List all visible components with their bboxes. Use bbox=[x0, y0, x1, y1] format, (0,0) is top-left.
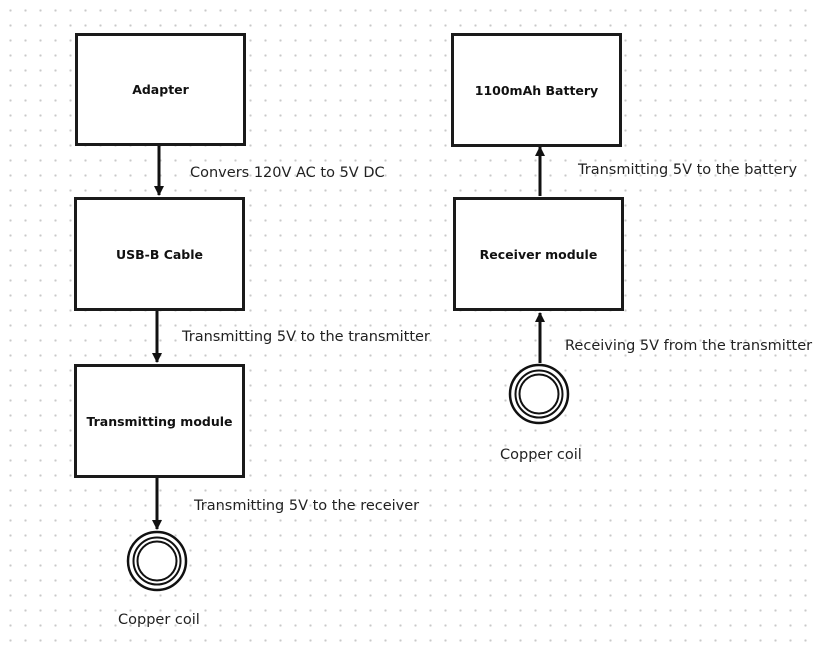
battery-box: 1100mAh Battery bbox=[451, 33, 622, 147]
note-receiver-to-battery: Transmitting 5V to the battery bbox=[578, 162, 798, 178]
usb-cable-box: USB-B Cable bbox=[74, 197, 245, 311]
copper-coil-right bbox=[508, 363, 570, 425]
battery-label: 1100mAh Battery bbox=[474, 82, 599, 98]
adapter-box: Adapter bbox=[75, 33, 246, 146]
copper-coil-left bbox=[126, 530, 188, 592]
usb-cable-label: USB-B Cable bbox=[115, 246, 204, 262]
copper-coil-right-label: Copper coil bbox=[500, 447, 582, 463]
receiver-module-label: Receiver module bbox=[479, 246, 598, 262]
adapter-label: Adapter bbox=[132, 82, 189, 97]
receiver-module-box: Receiver module bbox=[453, 197, 624, 311]
note-adapter-to-cable: Convers 120V AC to 5V DC bbox=[190, 165, 385, 181]
copper-coil-left-label: Copper coil bbox=[118, 612, 200, 628]
transmitting-module-box: Transmitting module bbox=[74, 364, 245, 478]
note-cable-to-transmitter: Transmitting 5V to the transmitter bbox=[182, 329, 430, 345]
note-coil-to-receiver: Receiving 5V from the transmitter bbox=[565, 338, 813, 354]
note-transmitter-to-coil: Transmitting 5V to the receiver bbox=[194, 498, 420, 514]
transmitting-module-label: Transmitting module bbox=[86, 413, 233, 429]
